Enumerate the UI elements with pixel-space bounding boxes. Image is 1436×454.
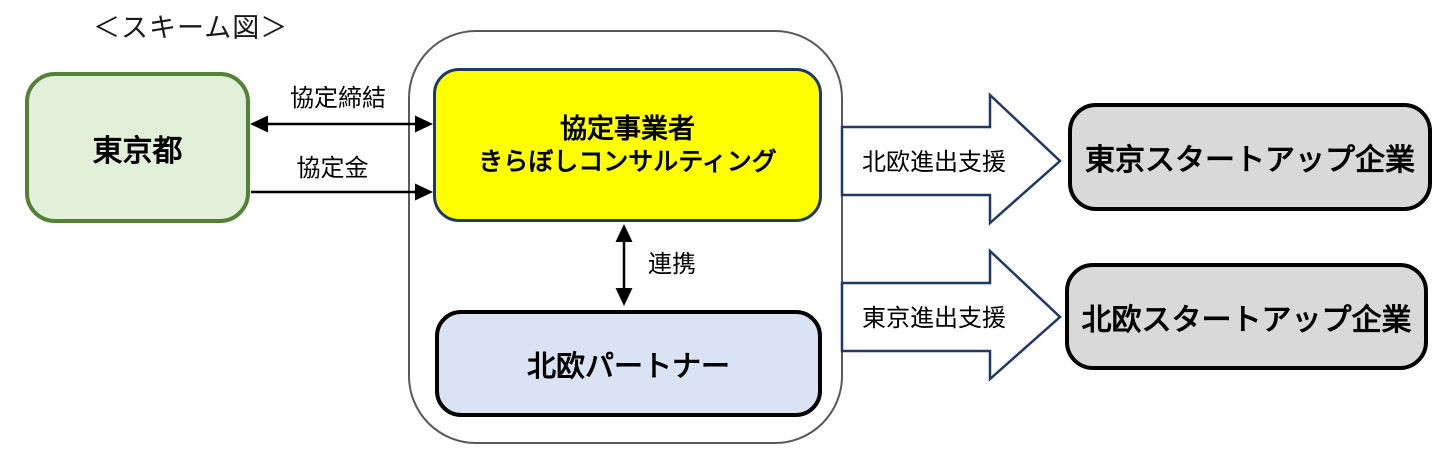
node-operator-name: きらぼしコンサルティング <box>478 147 777 176</box>
node-nordic-partner-label: 北欧パートナー <box>526 350 730 383</box>
node-nordic-startups: 北欧スタートアップ企業 <box>1065 263 1428 370</box>
edge-label-agreement: 協定締結 <box>290 85 386 112</box>
node-operator-role: 協定事業者 <box>560 113 695 144</box>
edge-label-agreement-fee: 協定金 <box>296 155 369 182</box>
arrow-agreement-fee <box>251 183 433 201</box>
edge-label-cooperation: 連携 <box>648 251 696 278</box>
node-tokyo-gov-label: 東京都 <box>92 134 183 168</box>
node-tokyo-gov: 東京都 <box>25 72 250 223</box>
edge-label-nordic-expansion-support: 北欧進出支援 <box>862 149 1006 176</box>
arrow-agreement <box>250 115 433 133</box>
edge-label-tokyo-expansion-support: 東京進出支援 <box>862 305 1006 332</box>
node-tokyo-startups: 東京スタートアップ企業 <box>1068 103 1432 211</box>
diagram-title: ＜スキーム図＞ <box>93 13 289 43</box>
node-tokyo-startups-label: 東京スタートアップ企業 <box>1085 144 1415 177</box>
node-nordic-partner: 北欧パートナー <box>435 310 822 417</box>
node-nordic-startups-label: 北欧スタートアップ企業 <box>1081 303 1412 337</box>
node-operator: 協定事業者 きらぼしコンサルティング <box>433 68 822 222</box>
